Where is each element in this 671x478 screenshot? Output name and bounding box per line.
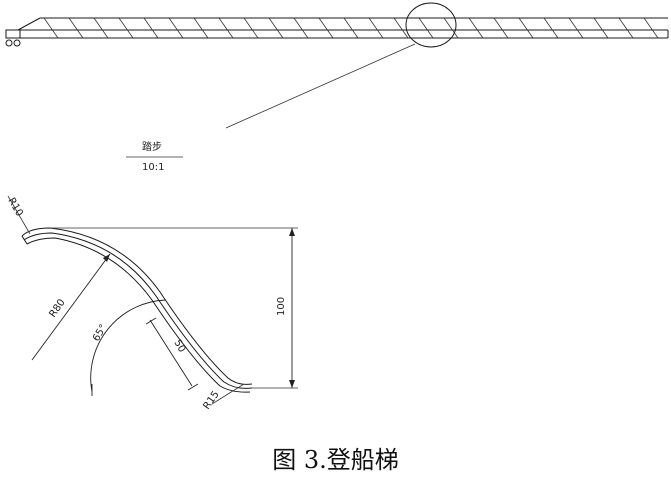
ladder-rung [643, 17, 659, 39]
ladder-rung [293, 17, 309, 39]
ladder-rung [43, 17, 59, 39]
ladder-rung [443, 17, 459, 39]
ladder-rung [68, 17, 84, 39]
ladder-rung [468, 17, 484, 39]
detail-name: 踏步 [142, 140, 162, 153]
ladder-rung [343, 17, 359, 39]
ladder-rung [493, 17, 509, 39]
ladder-rung [318, 17, 334, 39]
detail-scale: 10:1 [142, 162, 164, 173]
ladder-rung [193, 17, 209, 39]
ladder-rung [543, 17, 559, 39]
ladder-rung [143, 17, 159, 39]
ladder-rung [218, 17, 234, 39]
step-profile [21, 227, 298, 393]
detail-leader [225, 43, 416, 129]
ladder-rung [593, 17, 609, 39]
ladder-rung [368, 17, 384, 39]
ladder-rung [168, 17, 184, 39]
detail-circle [405, 2, 457, 48]
dim-r10: R10 [5, 196, 24, 219]
dim-r15: R15 [201, 389, 221, 411]
ladder-rung [618, 17, 634, 39]
dim-height: 100 [276, 297, 287, 316]
dim-length: 50 [171, 338, 187, 355]
dim-angle: 65° [91, 323, 109, 344]
ladder-rung [243, 17, 259, 39]
ladder-rung [93, 17, 109, 39]
ladder-rung [418, 17, 434, 39]
figure-caption: 图 3.登船梯 [272, 446, 399, 474]
ladder-rung [518, 17, 534, 39]
dim-r80: R80 [47, 297, 67, 319]
ladder-rung [568, 17, 584, 39]
ladder-rung [393, 17, 409, 39]
ladder-rung [118, 17, 134, 39]
ladder-rungs [43, 17, 659, 39]
ladder-side-view [5, 17, 669, 47]
ladder-rung [268, 17, 284, 39]
end-hook [5, 29, 21, 47]
